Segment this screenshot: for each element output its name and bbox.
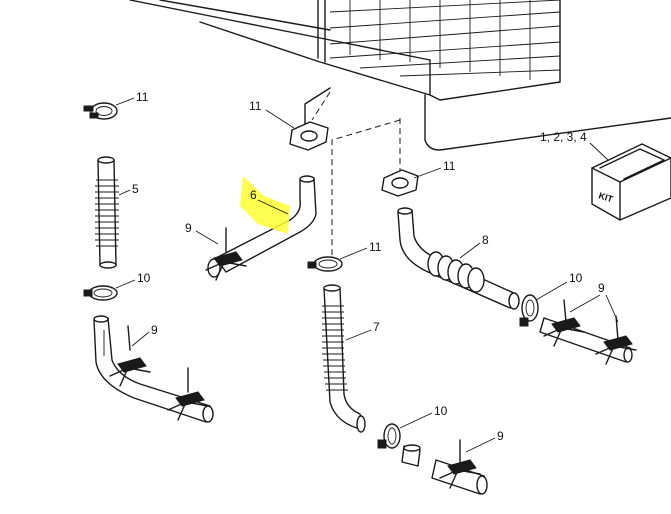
callout-9-right: 9 xyxy=(598,281,605,295)
kit-box: KIT xyxy=(591,143,671,221)
part-9-hanger-right-a xyxy=(543,299,585,347)
part-11-clamp-left xyxy=(83,102,118,120)
part-9-hanger-middle xyxy=(205,227,247,281)
routing-dashed-lines xyxy=(311,91,401,256)
part-7-flex-hose xyxy=(322,284,366,433)
part-9-hanger-center xyxy=(439,439,481,489)
callout-kit: 1, 2, 3, 4 xyxy=(540,130,587,144)
part-5-flex-hose xyxy=(95,156,119,269)
callout-11-middle: 11 xyxy=(249,99,262,113)
part-11-flange-middle xyxy=(289,121,329,151)
part-6-pipe xyxy=(207,175,317,278)
callout-10-left: 10 xyxy=(137,271,151,285)
callout-8: 8 xyxy=(482,233,489,247)
part-11-flange-right xyxy=(381,169,419,197)
callout-10-center: 10 xyxy=(434,404,448,418)
pipe-segment-center xyxy=(401,444,488,495)
callout-10-right: 10 xyxy=(569,271,583,285)
callout-9-left: 9 xyxy=(151,323,158,337)
part-8-muffler-pipe xyxy=(397,207,520,310)
part-10-clamp-left xyxy=(83,285,118,301)
kit-box-text: KIT xyxy=(597,190,614,204)
callout-11-right: 11 xyxy=(443,159,456,173)
part-10-clamp-center xyxy=(377,423,401,449)
elbow-pipe-left xyxy=(93,315,214,423)
part-9-hanger-a xyxy=(109,325,151,387)
part-11-clamp-center xyxy=(307,256,343,272)
part-9-hanger-right-b xyxy=(595,315,637,365)
callout-9-middle: 9 xyxy=(185,221,192,235)
callout-11-center: 11 xyxy=(369,240,382,254)
callout-7: 7 xyxy=(373,320,380,334)
part-9-hanger-b xyxy=(167,367,209,421)
callout-5: 5 xyxy=(132,182,139,196)
callout-6-highlight xyxy=(240,176,290,234)
callout-9-center: 9 xyxy=(497,429,504,443)
part-10-clamp-right xyxy=(519,294,539,327)
callout-11-left: 11 xyxy=(136,90,149,104)
callout-6: 6 xyxy=(250,188,257,202)
machine-housing xyxy=(129,0,671,151)
